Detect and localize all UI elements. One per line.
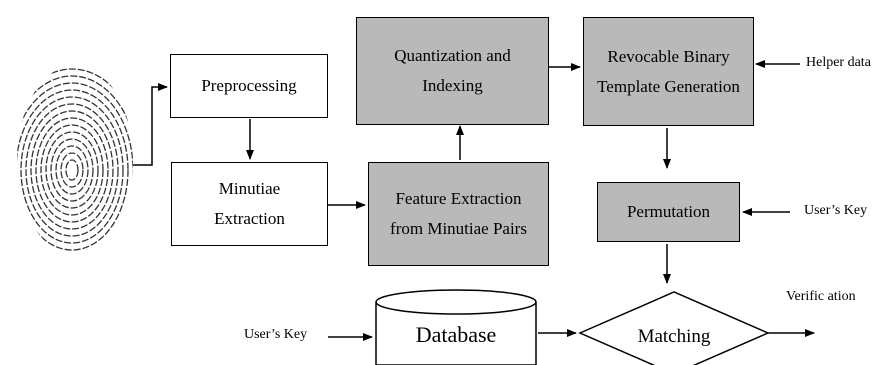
arrow-fingerprint-to-preprocessing: [133, 83, 168, 166]
matching-diamond: [578, 291, 770, 365]
database-cylinder: [375, 289, 537, 365]
helper-data-label: Helper data: [806, 55, 871, 70]
quantization-indexing-box: Quantization and Indexing: [356, 17, 549, 125]
minutiae-extraction-box: Minutiae Extraction: [171, 162, 328, 246]
preprocessing-box: Preprocessing: [170, 54, 328, 118]
connectors: [133, 60, 815, 341]
permutation-box: Permutation: [597, 182, 740, 242]
fingerprint-icon: [17, 65, 133, 255]
database-label: Database: [415, 322, 497, 347]
users-key-left-label: User’s Key: [244, 327, 308, 342]
verification-label: Verific ation: [786, 289, 856, 304]
revocable-template-box: Revocable Binary Template Generation: [583, 17, 754, 126]
feature-extraction-box: Feature Extraction from Minutiae Pairs: [368, 162, 549, 266]
users-key-right-label: User’s Key: [804, 203, 868, 218]
matching-label: Matching: [637, 326, 711, 347]
